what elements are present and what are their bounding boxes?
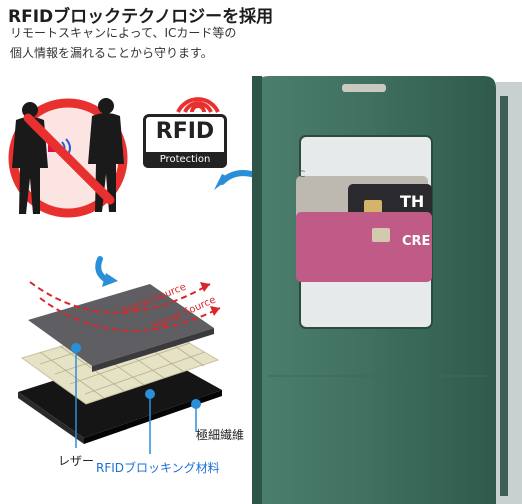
phone-edge [496, 82, 522, 504]
prohibition-slash [23, 113, 115, 205]
layer-diagram [18, 281, 222, 454]
wifi-signal-icon [176, 97, 220, 113]
card-3 [296, 212, 432, 282]
subline-2: 個人情報を漏れることから守ります。 [10, 46, 213, 60]
chip-icon-2 [372, 228, 390, 242]
arrow-down-icon [95, 256, 118, 287]
chip-icon [364, 200, 382, 214]
subline-1: リモートスキャンによって、ICカード等の [10, 26, 237, 40]
signal-path-2 [39, 297, 221, 332]
rfid-badge-main: RFID [155, 119, 215, 144]
phone-case [252, 76, 522, 504]
card-3-text: CRE [402, 234, 431, 249]
case-clasp [342, 84, 386, 92]
no-scan-illustration [8, 98, 128, 218]
label-rfid-material: RFIDブロッキング材料 [96, 461, 220, 475]
rfid-badge: RFID Protection [143, 114, 227, 168]
card-2-text: TH [400, 192, 425, 211]
signal-path-1 [29, 281, 211, 314]
label-leather: レザー [58, 454, 95, 468]
card-1-text: C [299, 170, 306, 180]
headline: RFIDブロックテクノロジーを採用 [8, 7, 274, 27]
rfid-badge-sub: Protection [143, 152, 227, 168]
label-fiber: 極細繊維 [196, 428, 245, 442]
